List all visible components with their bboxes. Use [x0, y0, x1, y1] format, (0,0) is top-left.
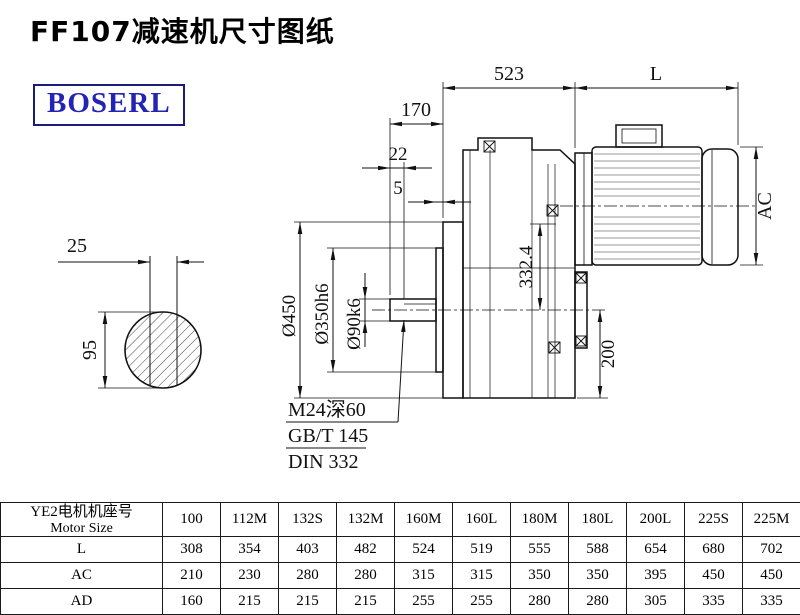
- header-motor-size: YE2电机机座号 Motor Size: [1, 503, 163, 537]
- dim-5: 5: [393, 178, 403, 199]
- cell: 680: [685, 537, 743, 563]
- dim-95: 95: [79, 340, 101, 360]
- cell: 654: [627, 537, 685, 563]
- dim-ac: AC: [754, 192, 776, 220]
- cell: 160: [163, 589, 221, 615]
- cell: 335: [685, 589, 743, 615]
- cell: 702: [743, 537, 800, 563]
- cell: 450: [743, 563, 800, 589]
- motor-outline: [575, 125, 738, 265]
- cell: 524: [395, 537, 453, 563]
- table-row-L: L 308 354 403 482 524 519 555 588 654 68…: [1, 537, 800, 563]
- cell: 450: [685, 563, 743, 589]
- cell: 315: [395, 563, 453, 589]
- col-header: 180M: [511, 503, 569, 537]
- note-gbt: GB/T 145: [288, 425, 368, 447]
- cell: 280: [511, 589, 569, 615]
- gearbox-dimension-drawing: 523 L 170 22 5 AC 332.4 200 Ø450 Ø350h6 …: [0, 0, 800, 502]
- cell: 280: [569, 589, 627, 615]
- cell: 335: [743, 589, 800, 615]
- cell: 350: [511, 563, 569, 589]
- table-row-AD: AD 160 215 215 215 255 255 280 280 305 3…: [1, 589, 800, 615]
- cell: 255: [395, 589, 453, 615]
- col-header: 132S: [279, 503, 337, 537]
- dim-dia450: Ø450: [279, 295, 300, 337]
- table-header-row: YE2电机机座号 Motor Size 100 112M 132S 132M 1…: [1, 503, 800, 537]
- table-row-AC: AC 210 230 280 280 315 315 350 350 395 4…: [1, 563, 800, 589]
- dim-332-4: 332.4: [516, 245, 537, 288]
- cell: 215: [279, 589, 337, 615]
- dim-200: 200: [598, 340, 619, 369]
- cell: 305: [627, 589, 685, 615]
- cell: 210: [163, 563, 221, 589]
- shaft-end-detail: [125, 256, 201, 388]
- note-thread: M24深60: [288, 398, 366, 421]
- dim-L: L: [650, 63, 662, 85]
- dim-25: 25: [67, 235, 87, 257]
- dim-22: 22: [389, 144, 408, 165]
- cell: 555: [511, 537, 569, 563]
- note-din: DIN 332: [288, 451, 359, 473]
- cell: 403: [279, 537, 337, 563]
- row-label: AD: [1, 589, 163, 615]
- row-label: AC: [1, 563, 163, 589]
- motor-dimension-table: YE2电机机座号 Motor Size 100 112M 132S 132M 1…: [0, 502, 800, 615]
- cell: 395: [627, 563, 685, 589]
- cell: 482: [337, 537, 395, 563]
- dim-170: 170: [401, 99, 431, 121]
- cell: 280: [279, 563, 337, 589]
- cell: 350: [569, 563, 627, 589]
- cell: 255: [453, 589, 511, 615]
- col-header: 100: [163, 503, 221, 537]
- header-motor-size-cn: YE2电机机座号: [1, 504, 162, 521]
- dim-523: 523: [494, 63, 524, 85]
- cell: 315: [453, 563, 511, 589]
- row-label: L: [1, 537, 163, 563]
- dim-dia90: Ø90k6: [344, 298, 365, 350]
- cell: 308: [163, 537, 221, 563]
- col-header: 160M: [395, 503, 453, 537]
- cell: 215: [221, 589, 279, 615]
- header-motor-size-en: Motor Size: [1, 521, 162, 536]
- gearbox-outline: [390, 138, 587, 398]
- cell: 354: [221, 537, 279, 563]
- col-header: 112M: [221, 503, 279, 537]
- dim-dia350: Ø350h6: [312, 283, 333, 344]
- cell: 215: [337, 589, 395, 615]
- col-header: 225S: [685, 503, 743, 537]
- col-header: 180L: [569, 503, 627, 537]
- col-header: 225M: [743, 503, 800, 537]
- cell: 230: [221, 563, 279, 589]
- cell: 588: [569, 537, 627, 563]
- cell: 519: [453, 537, 511, 563]
- col-header: 200L: [627, 503, 685, 537]
- col-header: 160L: [453, 503, 511, 537]
- col-header: 132M: [337, 503, 395, 537]
- cell: 280: [337, 563, 395, 589]
